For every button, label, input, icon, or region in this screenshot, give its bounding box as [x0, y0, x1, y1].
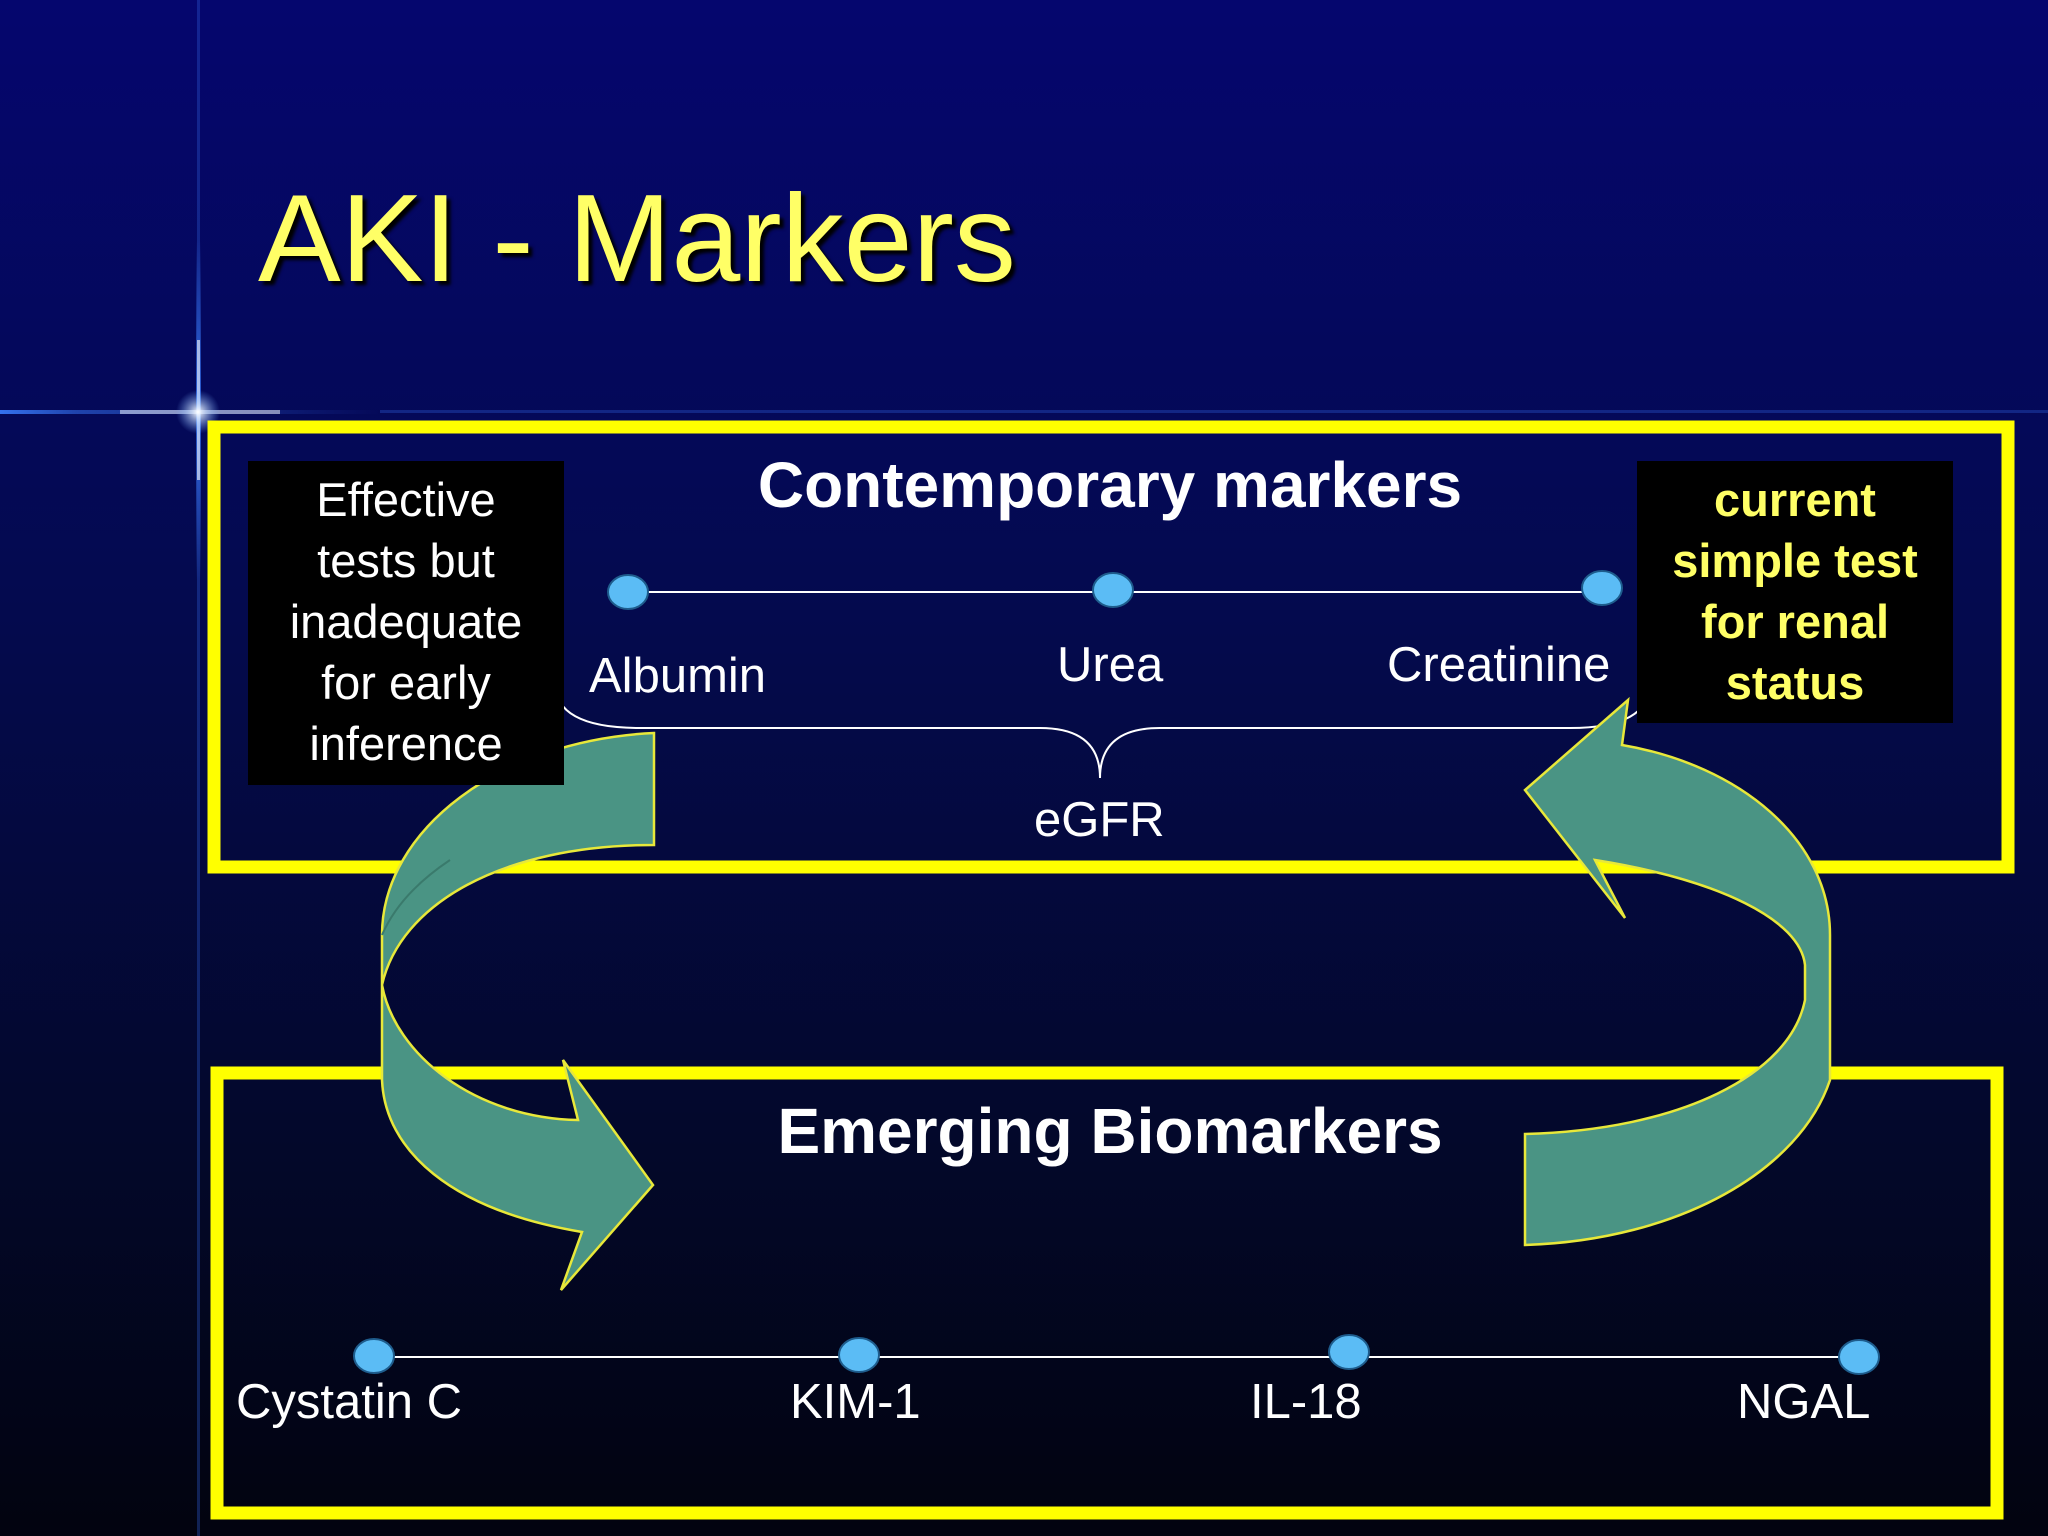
curved-arrow-up — [1523, 696, 1832, 1247]
right-note-line: simple test — [1672, 534, 1918, 587]
marker-label-urea: Urea — [1057, 638, 1164, 692]
timeline-node-kim-1 — [838, 1337, 880, 1373]
right-note-box: current simple test for renal status — [1637, 461, 1953, 723]
slide-title: AKI - Markers — [258, 170, 1016, 308]
left-note-line: for early — [321, 656, 491, 709]
marker-label-il-18: IL-18 — [1250, 1375, 1362, 1429]
curved-arrow-down — [380, 731, 656, 1291]
marker-label-cystatin-c: Cystatin C — [236, 1375, 463, 1429]
right-note-line: current — [1714, 473, 1876, 526]
left-note-line: inadequate — [289, 595, 523, 648]
right-note-line: status — [1725, 656, 1865, 709]
marker-label-ngal: NGAL — [1737, 1375, 1871, 1429]
timeline-node-albumin — [607, 574, 649, 610]
left-note-line: Effective — [316, 473, 496, 526]
marker-label-creatinine: Creatinine — [1387, 638, 1611, 692]
egfr-label: eGFR — [1034, 793, 1165, 847]
timeline-node-urea — [1092, 572, 1134, 608]
left-note-line: inference — [309, 717, 503, 770]
timeline-node-ngal — [1838, 1339, 1880, 1375]
timeline-node-cystatin-c — [353, 1338, 395, 1374]
left-note-box: Effective tests but inadequate for early… — [248, 461, 564, 785]
contemporary-frame — [207, 420, 2015, 874]
marker-label-albumin: Albumin — [589, 649, 767, 703]
right-note-line: for renal — [1700, 595, 1890, 648]
timeline-node-il-18 — [1328, 1334, 1370, 1370]
left-note-line: tests but — [317, 534, 495, 587]
contemporary-heading: Contemporary markers — [757, 449, 1463, 521]
emerging-frame — [210, 1066, 2004, 1520]
timeline-node-creatinine — [1581, 570, 1623, 606]
marker-label-kim-1: KIM-1 — [790, 1375, 921, 1429]
emerging-heading: Emerging Biomarkers — [777, 1095, 1443, 1167]
